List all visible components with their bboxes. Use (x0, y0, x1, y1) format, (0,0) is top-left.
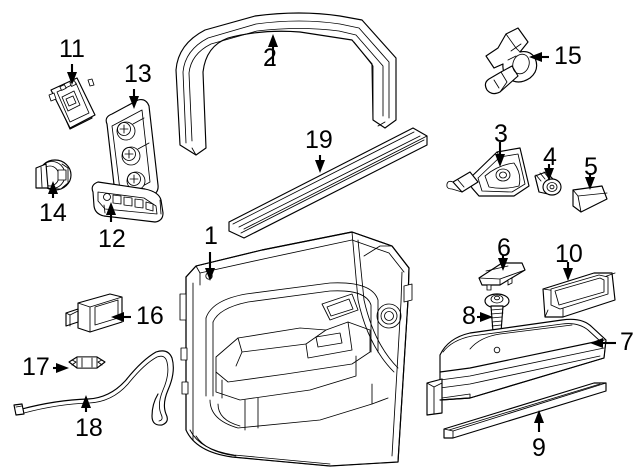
part-5-cover-cap-graphic (573, 186, 607, 212)
callout-label-16: 16 (136, 302, 164, 330)
callout-label-10: 10 (555, 240, 583, 268)
callout-label-7: 7 (620, 328, 634, 356)
callout-label-17: 17 (22, 353, 50, 381)
part-6-bezel-insert-graphic (479, 263, 525, 290)
part-11-seat-switch-graphic (49, 78, 95, 129)
part-3-handle-bezel-graphic (447, 148, 529, 196)
callout-label-8: 8 (462, 302, 476, 330)
part-9-trim-strip-graphic (444, 383, 606, 438)
callout-label-11: 11 (59, 35, 85, 63)
callout-label-12: 12 (98, 225, 126, 253)
callout-label-6: 6 (497, 234, 511, 262)
part-16-control-module-graphic (66, 294, 122, 332)
callout-label-15: 15 (554, 42, 582, 70)
part-19-belt-molding-graphic (229, 128, 427, 238)
part-7-armrest-graphic (427, 319, 606, 415)
part-17-lamp-bulb-graphic (69, 357, 105, 368)
callout-label-1: 1 (204, 222, 218, 250)
callout-label-4: 4 (543, 143, 557, 171)
part-10-bezel-plate-graphic (543, 273, 615, 317)
callout-label-9: 9 (532, 434, 546, 462)
part-2-weatherstrip-graphic (176, 13, 396, 155)
callout-label-13: 13 (124, 60, 152, 88)
callout-label-3: 3 (494, 120, 508, 148)
callout-label-5: 5 (584, 153, 598, 181)
part-13-memory-switch-graphic (106, 100, 158, 208)
part-14-mirror-knob-graphic (36, 160, 71, 190)
callout-arrows (48, 34, 616, 432)
callout-label-18: 18 (75, 414, 103, 442)
part-1-door-trim-panel-graphic (180, 232, 412, 466)
part-4-screw-graphic (535, 172, 561, 195)
callout-label-19: 19 (305, 126, 333, 154)
callout-label-2: 2 (263, 44, 277, 72)
callout-label-14: 14 (39, 199, 67, 227)
part-15-lock-actuator-graphic (485, 28, 536, 94)
